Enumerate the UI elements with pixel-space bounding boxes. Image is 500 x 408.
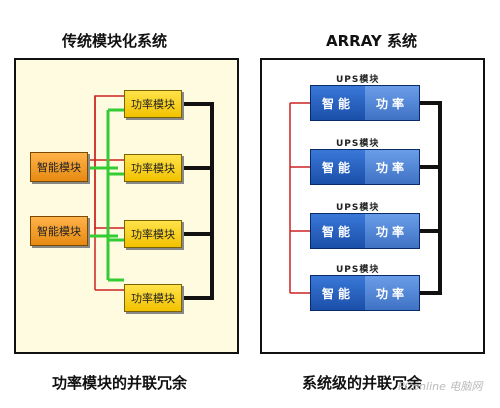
ups-module-2: 智能 功率 bbox=[310, 149, 420, 185]
smart-module-2: 智能模块 bbox=[30, 216, 88, 246]
ups-smart-2: 智能 bbox=[311, 150, 365, 184]
left-green-lines bbox=[88, 108, 124, 282]
ups-smart-1: 智能 bbox=[311, 86, 365, 120]
ups-label-2: UPS模块 bbox=[336, 139, 380, 149]
ups-module-1: 智能 功率 bbox=[310, 85, 420, 121]
left-caption: 功率模块的并联冗余 bbox=[52, 374, 188, 392]
left-title: 传统模块化系统 bbox=[62, 32, 168, 50]
right-red-lines bbox=[289, 102, 310, 294]
power-module-4: 功率模块 bbox=[124, 284, 182, 312]
right-title: ARRAY 系统 bbox=[326, 32, 417, 50]
ups-label-3: UPS模块 bbox=[336, 203, 380, 213]
ups-module-3: 智能 功率 bbox=[310, 213, 420, 249]
ups-power-1: 功率 bbox=[365, 86, 419, 120]
power-module-3: 功率模块 bbox=[124, 220, 182, 248]
right-caption: 系统级的并联冗余 bbox=[302, 374, 423, 392]
ups-module-4: 智能 功率 bbox=[310, 275, 420, 311]
left-black-bus bbox=[182, 102, 214, 300]
right-black-bus bbox=[420, 101, 442, 295]
ups-label-1: UPS模块 bbox=[336, 75, 380, 85]
ups-power-3: 功率 bbox=[365, 214, 419, 248]
power-module-2: 功率模块 bbox=[124, 154, 182, 182]
smart-module-1: 智能模块 bbox=[30, 152, 88, 182]
ups-smart-4: 智能 bbox=[311, 276, 365, 310]
ups-power-4: 功率 bbox=[365, 276, 419, 310]
power-module-1: 功率模块 bbox=[124, 90, 182, 118]
ups-label-4: UPS模块 bbox=[336, 265, 380, 275]
ups-power-2: 功率 bbox=[365, 150, 419, 184]
watermark: PConline 电脑网 bbox=[398, 380, 483, 393]
ups-smart-3: 智能 bbox=[311, 214, 365, 248]
left-red-lines bbox=[88, 95, 124, 291]
